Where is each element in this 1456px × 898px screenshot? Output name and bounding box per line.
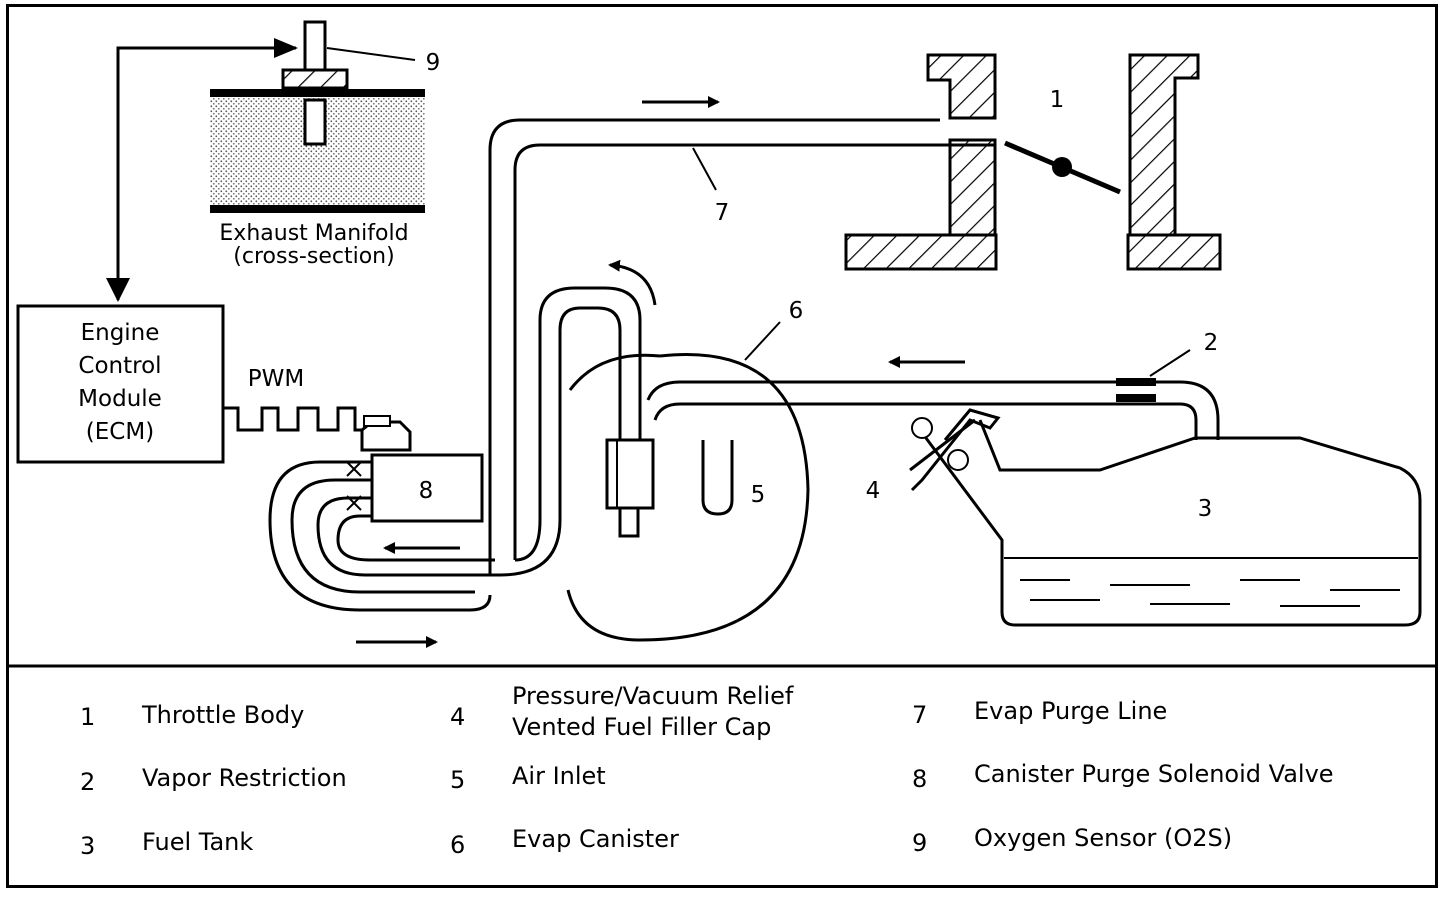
- callout-7-leader: [692, 147, 717, 191]
- ecm-line-3: Module: [78, 386, 162, 412]
- exhaust-label-line1: Exhaust Manifold: [219, 221, 408, 246]
- evap-canister: 5: [566, 353, 810, 642]
- legend-num-1: 1: [80, 703, 96, 731]
- ecm-box: Engine Control Module (ECM): [16, 304, 225, 464]
- ecm-line-4: (ECM): [86, 419, 154, 445]
- legend-num-9: 9: [912, 829, 928, 857]
- flow-arrow-canister: [608, 259, 657, 306]
- vapor-restriction-bottom: [1116, 394, 1156, 402]
- callout-2-leader: [1149, 349, 1191, 377]
- exhaust-manifold: Exhaust Manifold (cross-section): [210, 89, 425, 269]
- legend-label-8: Canister Purge Solenoid Valve: [974, 760, 1334, 788]
- pwm-wave: [223, 406, 370, 432]
- solenoid-hoses: [268, 460, 500, 612]
- legend-num-4: 4: [450, 703, 466, 731]
- filler-cap: 4: [866, 408, 1001, 504]
- canister-hose-loop: [499, 286, 642, 577]
- legend-label-5: Air Inlet: [512, 762, 606, 790]
- oxygen-sensor: [281, 20, 416, 146]
- legend-label-3: Fuel Tank: [142, 828, 254, 856]
- ecm-o2s-wire: [106, 38, 298, 302]
- legend-num-6: 6: [450, 831, 466, 859]
- legend: 1 Throttle Body 2 Vapor Restriction 3 Fu…: [6, 666, 1438, 888]
- legend-num-7: 7: [912, 701, 928, 729]
- callout-7: 7: [715, 200, 730, 226]
- ecm-line-1: Engine: [81, 320, 160, 346]
- callout-5: 5: [751, 482, 766, 508]
- callout-1: 1: [1050, 87, 1065, 113]
- tank-vapor-line: [646, 380, 1220, 440]
- callout-8: 8: [419, 478, 434, 504]
- legend-label-6: Evap Canister: [512, 825, 679, 853]
- ecm-line-2: Control: [78, 353, 161, 379]
- legend-label-2: Vapor Restriction: [142, 764, 347, 792]
- exhaust-label-line2: (cross-section): [233, 244, 394, 269]
- vapor-restriction-top: [1116, 378, 1156, 386]
- callout-4: 4: [866, 478, 881, 504]
- callout-2: 2: [1204, 330, 1219, 356]
- callout-3: 3: [1198, 496, 1213, 522]
- diagram-frame: [6, 4, 1438, 888]
- legend-label-1: Throttle Body: [142, 701, 305, 729]
- legend-num-3: 3: [80, 832, 96, 860]
- legend-label-9: Oxygen Sensor (O2S): [974, 824, 1233, 852]
- legend-label-4: Pressure/Vacuum Relief Vented Fuel Fille…: [512, 682, 794, 741]
- legend-label-7: Evap Purge Line: [974, 697, 1168, 725]
- legend-num-5: 5: [450, 766, 466, 794]
- callout-9: 9: [426, 50, 441, 76]
- legend-num-2: 2: [80, 768, 96, 796]
- throttle-body: 1: [844, 53, 1222, 271]
- purge-solenoid: 8: [346, 415, 484, 523]
- legend-num-8: 8: [912, 765, 928, 793]
- callout-6-leader: [744, 321, 781, 361]
- pwm-label: PWM: [248, 366, 304, 392]
- callout-6: 6: [789, 298, 804, 324]
- fuel-tank: 3: [918, 419, 1422, 627]
- evap-purge-line: [488, 118, 995, 575]
